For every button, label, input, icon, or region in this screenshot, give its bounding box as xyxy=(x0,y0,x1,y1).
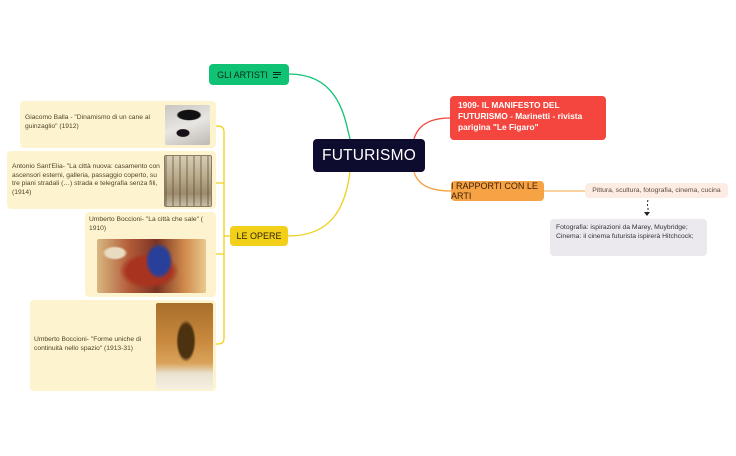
opera-item[interactable]: Antonio Sant'Elia- "La città nuova: casa… xyxy=(7,151,216,209)
notes-icon[interactable] xyxy=(272,71,281,78)
topic-rapporti-arti[interactable]: I RAPPORTI CON LE ARTI xyxy=(451,181,544,201)
topic-le-opere[interactable]: LE OPERE xyxy=(230,226,288,246)
opera-text: Giacomo Balla - "Dinamismo di un cane al… xyxy=(25,114,151,130)
opera-item[interactable]: Giacomo Balla - "Dinamismo di un cane al… xyxy=(20,101,216,148)
image-thumbnail[interactable] xyxy=(97,239,206,293)
central-topic[interactable]: FUTURISMO xyxy=(313,139,425,172)
topic-label: GLI ARTISTI xyxy=(217,69,268,80)
opera-text: Antonio Sant'Elia- "La città nuova: casa… xyxy=(12,163,160,196)
image-thumbnail[interactable] xyxy=(156,303,213,389)
image-thumbnail[interactable] xyxy=(164,155,212,207)
topic-label: I RAPPORTI CON LE ARTI xyxy=(451,181,538,201)
note-text: Fotografia: ispirazioni da Marey, Muybri… xyxy=(556,224,694,240)
callout-note[interactable]: Fotografia: ispirazioni da Marey, Muybri… xyxy=(550,219,707,256)
topic-gli-artisti[interactable]: GLI ARTISTI xyxy=(209,64,289,85)
opera-item[interactable]: Umberto Boccioni- "Forme uniche di conti… xyxy=(30,300,216,391)
image-thumbnail[interactable] xyxy=(165,105,210,145)
subtopic-label: Pittura, scultura, fotografia, cinema, c… xyxy=(592,187,721,194)
topic-label: 1909- IL MANIFESTO DEL FUTURISMO - Marin… xyxy=(458,100,583,132)
central-topic-label: FUTURISMO xyxy=(322,146,416,164)
opera-item[interactable]: Umberto Boccioni- "La città che sale" ( … xyxy=(85,212,216,297)
topic-manifesto[interactable]: 1909- IL MANIFESTO DEL FUTURISMO - Marin… xyxy=(450,96,606,140)
opera-text: Umberto Boccioni- "La città che sale" ( … xyxy=(89,216,204,232)
opera-text: Umberto Boccioni- "Forme uniche di conti… xyxy=(34,336,142,352)
subtopic-arti[interactable]: Pittura, scultura, fotografia, cinema, c… xyxy=(585,183,728,198)
topic-label: LE OPERE xyxy=(236,231,282,241)
